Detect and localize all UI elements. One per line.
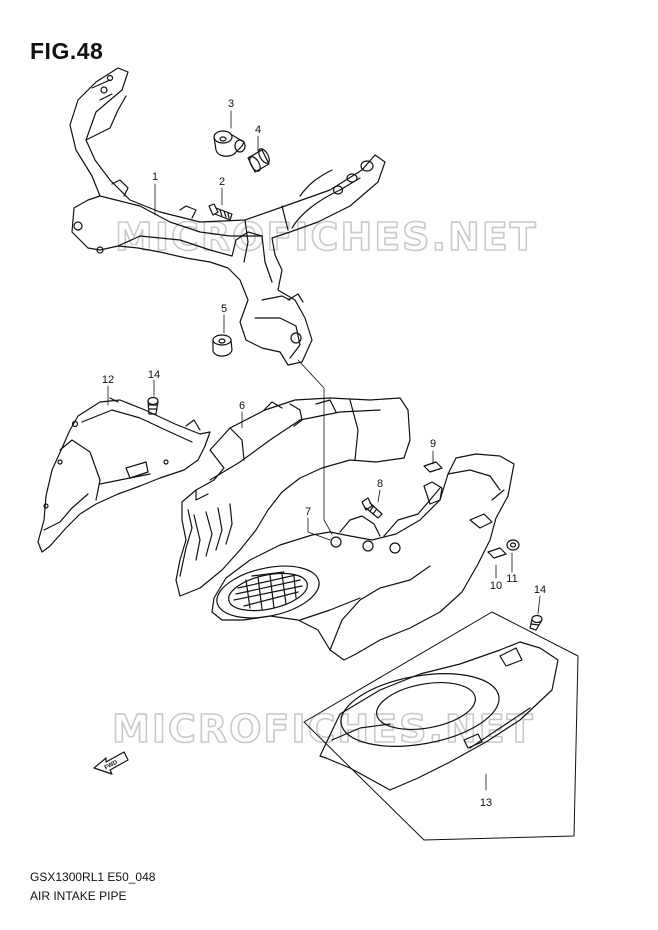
callout-2: 2 — [219, 176, 225, 188]
watermark-top: MICROFICHES.NET — [115, 215, 538, 259]
callout-11: 11 — [506, 573, 517, 585]
forward-direction-arrow: FWD — [93, 751, 129, 775]
figure-name: AIR INTAKE PIPE — [30, 889, 127, 903]
grommet-part-11[interactable] — [506, 539, 520, 551]
callout-13: 13 — [480, 797, 492, 809]
front-bracket-part[interactable] — [69, 67, 386, 366]
callout-labels: 1 2 3 4 5 6 7 8 9 10 11 12 13 14 14 — [102, 98, 546, 809]
callout-1: 1 — [152, 171, 158, 183]
callout-10: 10 — [490, 580, 502, 592]
callout-8: 8 — [377, 478, 383, 490]
callout-6: 6 — [239, 400, 245, 412]
nut-part-10[interactable] — [487, 547, 507, 559]
callout-14-upper: 14 — [148, 369, 160, 381]
collar-part-4[interactable] — [247, 147, 272, 173]
grommet-part-3[interactable] — [213, 130, 246, 157]
callout-7: 7 — [305, 506, 311, 518]
side-cover-part-12[interactable] — [37, 397, 211, 553]
leader-lines — [107, 110, 541, 791]
nut-part-9[interactable] — [423, 461, 443, 473]
screw-part-14-lower[interactable] — [529, 614, 543, 631]
screw-part-14-upper[interactable] — [147, 396, 159, 415]
callout-14-lower: 14 — [534, 584, 546, 596]
bolt-part-2[interactable] — [208, 203, 233, 221]
intake-pipe-part-7[interactable] — [211, 453, 515, 661]
rubber-mount-part-5[interactable] — [212, 334, 233, 357]
air-duct-part-6[interactable] — [175, 397, 411, 597]
callout-5: 5 — [221, 303, 227, 315]
watermark-bottom: MICROFICHES.NET — [112, 707, 535, 751]
lower-cover-part-13[interactable] — [303, 611, 579, 841]
bolt-part-8[interactable] — [361, 497, 383, 519]
callout-3: 3 — [228, 98, 234, 110]
callout-12: 12 — [102, 374, 114, 386]
callout-9: 9 — [430, 438, 436, 450]
callout-4: 4 — [255, 124, 261, 136]
figure-code: GSX1300RL1 E50_048 — [30, 870, 156, 884]
figure-title: FIG.48 — [30, 38, 104, 64]
